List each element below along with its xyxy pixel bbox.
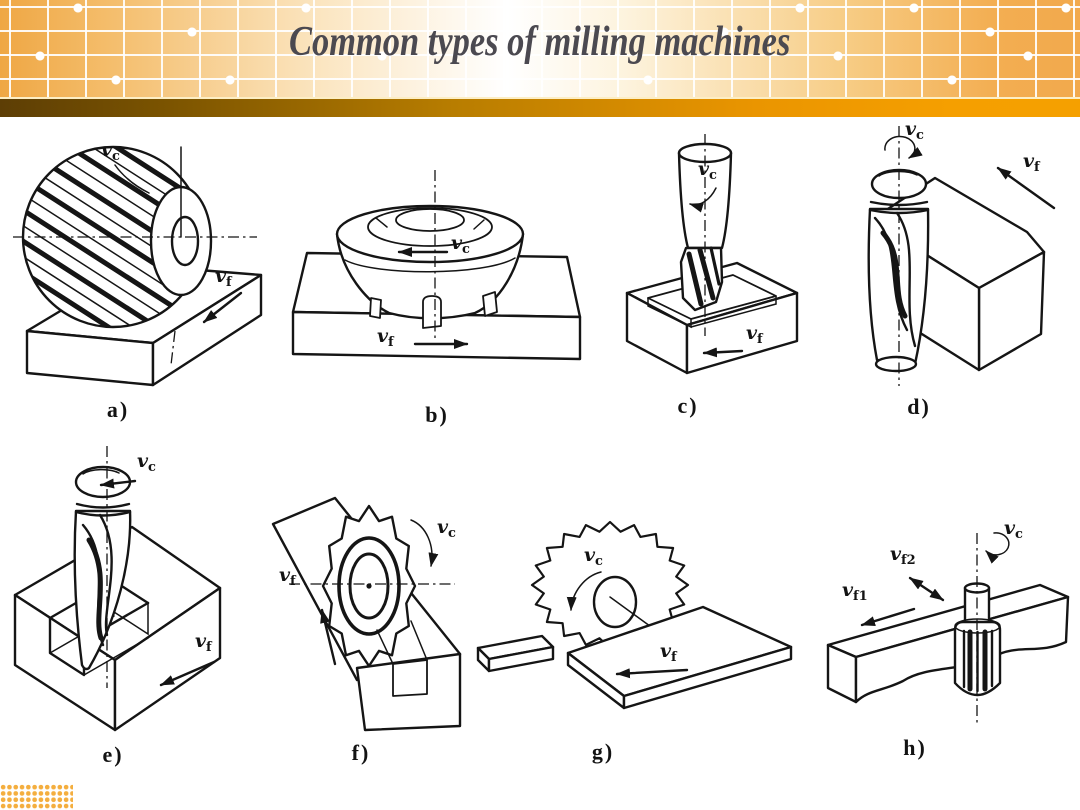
caption-g: g) xyxy=(591,739,615,764)
saw-blade xyxy=(530,520,690,650)
vc-label: vc xyxy=(137,450,156,475)
vc-rotation-arrow xyxy=(985,532,1010,564)
vc-label: vc xyxy=(101,139,120,164)
caption-d: d) xyxy=(907,394,931,419)
vc-arrow xyxy=(99,478,137,489)
vf-arrow xyxy=(702,347,744,358)
vf-label: vf xyxy=(215,265,232,290)
cut-off-piece xyxy=(476,634,555,673)
slitting-saw-drawing xyxy=(476,520,793,710)
cylindrical-cutter xyxy=(21,145,213,329)
caption-e: e) xyxy=(102,742,124,767)
workpiece-end-face xyxy=(355,620,462,732)
page-title: Common types of milling machines xyxy=(289,19,791,65)
slide-header: Common types of milling machines xyxy=(0,0,1080,97)
vc-label: vc xyxy=(437,516,456,541)
vf2-double-arrow xyxy=(908,576,945,602)
vf-arrow xyxy=(159,660,216,687)
slab-milling-drawing xyxy=(13,145,263,387)
vf-label: vf xyxy=(1023,150,1040,175)
vc-label: vc xyxy=(584,544,603,569)
vc-rotation-arrow xyxy=(410,519,439,567)
end-milling-step-drawing xyxy=(625,134,799,375)
figure-f-disc-cutter-slotting: vc vf f) xyxy=(265,468,500,780)
disc-cutter-drawing xyxy=(271,496,462,732)
vf-arrow xyxy=(320,608,337,666)
figure-d-side-milling: vc vf d) xyxy=(855,118,1080,419)
vc-rotation-arrow xyxy=(566,571,602,611)
vf-label: vf xyxy=(279,564,296,589)
vf2-label: vf2 xyxy=(890,543,916,568)
vf-label: vf xyxy=(195,630,212,655)
vc-label: vc xyxy=(698,158,717,183)
figure-e-slot-milling: vc vf e) xyxy=(5,440,270,770)
slot-milling-drawing xyxy=(13,446,222,732)
vf1-arrow xyxy=(860,607,916,627)
figure-c-end-milling-step: vc vf c) xyxy=(618,130,848,420)
title-container: Common types of milling machines xyxy=(0,18,1080,66)
figure-h-contour-milling: vc vf2 vf1 h) xyxy=(808,495,1080,790)
caption-h: h) xyxy=(903,735,927,760)
caption-f: f) xyxy=(351,740,371,765)
caption-c: c) xyxy=(677,393,699,418)
vc-rotation-arrow xyxy=(689,187,717,213)
vc-label: vc xyxy=(905,118,924,143)
vf-label: vf xyxy=(377,325,394,350)
accent-bar xyxy=(0,97,1080,117)
vf1-label: vf1 xyxy=(842,579,868,604)
caption-a: a) xyxy=(106,397,130,422)
halftone-dot-block xyxy=(0,784,73,810)
face-mill-cutter xyxy=(335,204,525,329)
figure-a-slab-milling: vc vf a) xyxy=(5,125,270,425)
vf-label: vf xyxy=(746,322,763,347)
header-grid-dots xyxy=(0,0,1080,97)
vc-label: vc xyxy=(1004,517,1023,542)
face-milling-drawing xyxy=(291,170,582,361)
vc-leader-line xyxy=(114,164,150,194)
caption-b: b) xyxy=(425,402,449,427)
end-mill-cutter xyxy=(953,582,1002,697)
vf-label: vf xyxy=(660,640,677,665)
figure-b-face-milling: vc vf b) xyxy=(275,130,595,427)
contact-line xyxy=(170,330,176,366)
end-mill-cutter xyxy=(73,465,132,671)
side-milling-drawing xyxy=(867,126,1056,386)
disc-cutter xyxy=(321,504,417,668)
vf-arrow xyxy=(615,668,689,679)
vf-arrow xyxy=(202,291,243,324)
vc-rotation-arrow xyxy=(884,135,923,159)
figure-g-slitting-saw: vc vf g) xyxy=(472,490,802,790)
vc-label: vc xyxy=(451,232,470,257)
contour-milling-drawing xyxy=(826,532,1070,723)
vf-arrow xyxy=(996,166,1056,210)
